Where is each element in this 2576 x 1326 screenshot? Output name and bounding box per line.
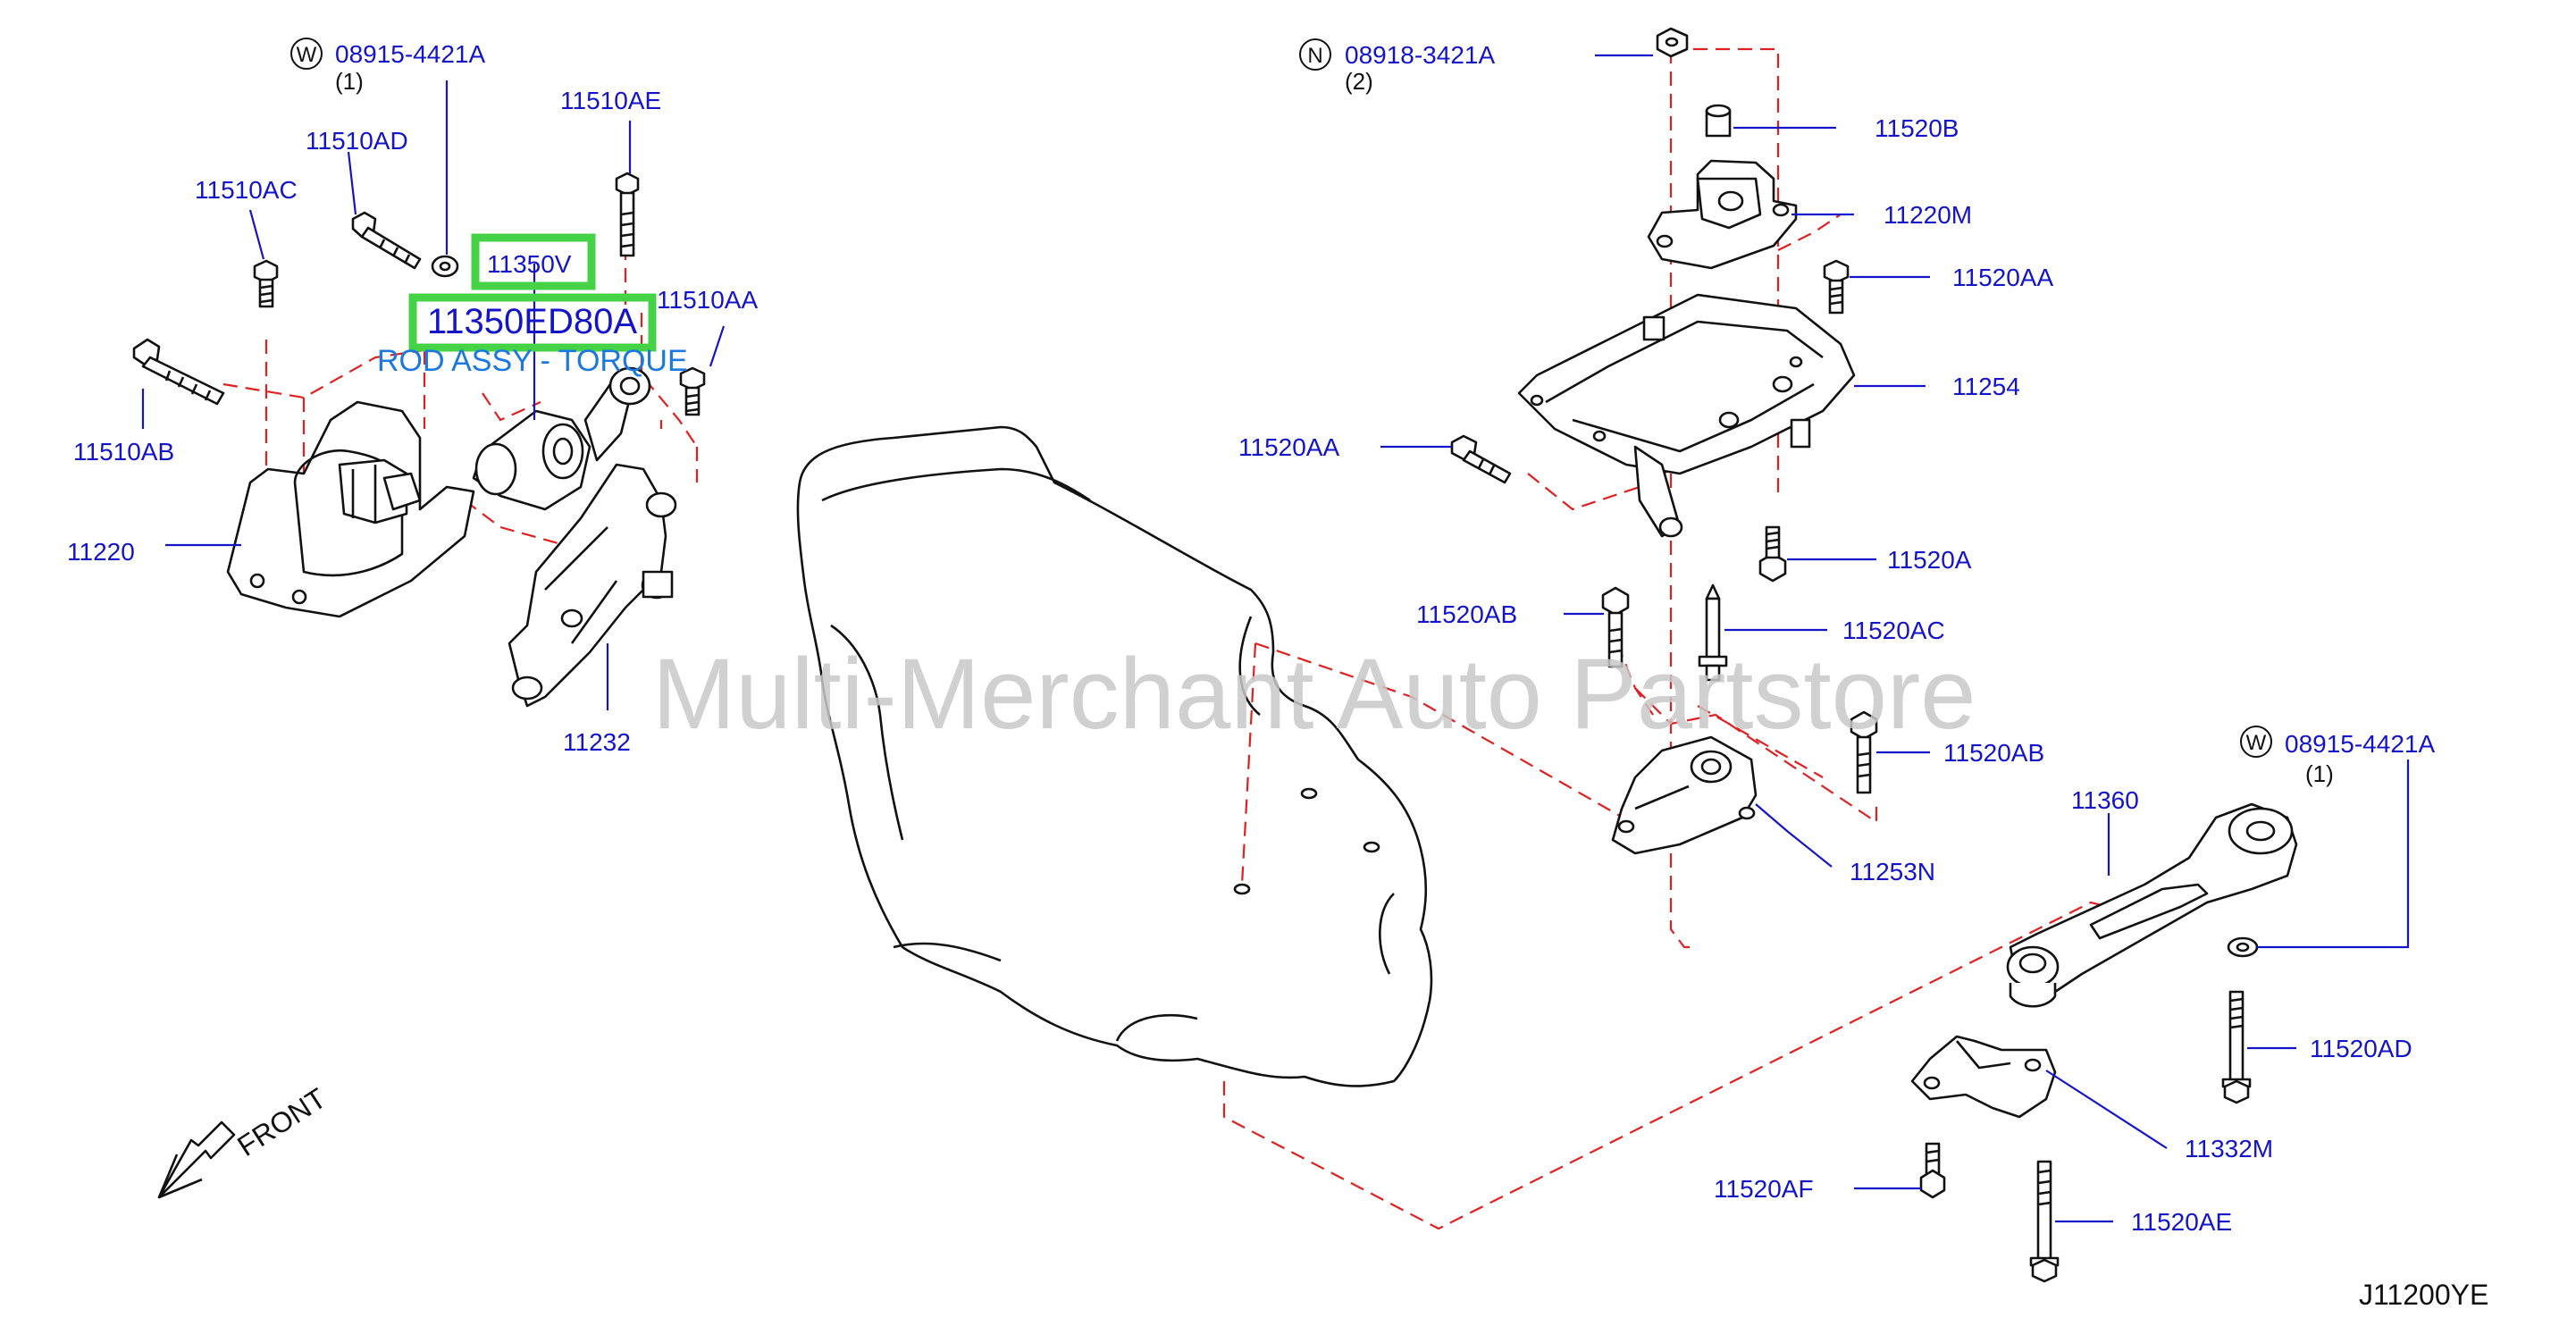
callout-lines [141,54,2410,1223]
label-11520af[interactable]: 11520AF [1714,1175,1814,1203]
label-11350v: 11350V [487,250,572,278]
front-arrow-icon [157,1120,236,1199]
engine-mount-11220 [226,400,475,618]
label-11510ae[interactable]: 11510AE [560,87,661,114]
watermark: Multi-Merchant Auto Partstore [652,638,1976,750]
label-11520aa-right[interactable]: 11520AA [1952,264,2053,291]
label-11520ab-right[interactable]: 11520AB [1943,739,2044,767]
engine-outline [796,425,1433,1087]
bolt-11510aa [679,366,706,416]
stud-11520b [1705,104,1732,138]
highlight-11350ed80a[interactable]: 11350ED80A [408,293,657,352]
label-qty-left: (1) [335,68,364,95]
label-11232[interactable]: 11232 [563,728,631,756]
washer-08915-4421a-left [431,255,459,278]
bracket-11254 [1517,293,1856,538]
n-symbol-top: N [1299,38,1331,71]
label-11520a[interactable]: 11520A [1887,546,1972,574]
label-11220[interactable]: 11220 [67,538,135,566]
stud-11520ac [1698,583,1728,682]
label-11520ae[interactable]: 11520AE [2131,1208,2232,1236]
label-qty-nut: (2) [1345,68,1373,95]
bolt-11510ad [351,211,422,270]
front-arrow: FRONT [157,1082,331,1199]
label-11510ac[interactable]: 11510AC [195,176,298,204]
label-11510ad[interactable]: 11510AD [306,127,408,155]
bracket-11332m [1910,1035,2057,1119]
label-qty-right: (1) [2305,760,2334,787]
label-11350ed80a: 11350ED80A [427,302,637,341]
mount-insulator-11220m [1647,159,1798,270]
label-08915-4421a-left[interactable]: 08915-4421A [335,40,485,68]
bolt-11510ae [615,172,640,257]
nut-08918-3421a [1656,27,1689,58]
label-11520aa-left[interactable]: 11520AA [1238,433,1339,461]
front-label: FRONT [231,1082,331,1162]
bracket-11232 [508,463,677,708]
rod-assy-description: ROD ASSY - TORQUE [377,344,688,378]
bolt-11520af [1919,1142,1946,1199]
svg-text:W: W [2246,731,2267,755]
label-11510ab[interactable]: 11510AB [73,438,174,466]
label-11520ad[interactable]: 11520AD [2310,1035,2412,1062]
label-11510aa[interactable]: 11510AA [657,286,758,314]
bolt-11510ab [132,338,225,406]
label-11520ab-left[interactable]: 11520AB [1416,600,1517,628]
torque-rod-11360 [2006,802,2298,1008]
label-11253n[interactable]: 11253N [1850,858,1935,885]
label-11520b[interactable]: 11520B [1875,114,1959,142]
w-symbol-right: W [2240,726,2272,758]
bolt-11510ac [253,259,279,308]
svg-text:N: N [1307,44,1322,68]
label-11332m[interactable]: 11332M [2185,1135,2273,1162]
bolt-11520ad [2221,990,2252,1104]
highlight-11350v[interactable]: 11350V [471,233,596,290]
bolt-11520a [1758,525,1787,583]
washer-08915-4421a-right [2227,936,2259,958]
label-11360[interactable]: 11360 [2071,786,2139,814]
bracket-11253n [1611,735,1758,855]
label-08918-3421a[interactable]: 08918-3421A [1345,41,1495,69]
torque-rod-assy [472,366,651,511]
label-11220m[interactable]: 11220M [1884,201,1972,229]
bolt-11520aa-right [1823,259,1850,315]
bolt-11520ab-right [1850,710,1878,794]
diagram-code: J11200YE [2359,1279,2488,1311]
label-08915-4421a-right[interactable]: 08915-4421A [2285,730,2435,758]
w-symbol-left: W [290,38,323,70]
bolt-11520aa-left [1450,434,1512,484]
svg-text:W: W [297,43,317,67]
bolt-11520ae [2029,1160,2060,1283]
label-11520ac[interactable]: 11520AC [1842,617,1945,644]
bolt-11520ab-left [1601,586,1630,668]
label-11254[interactable]: 11254 [1952,373,2020,400]
